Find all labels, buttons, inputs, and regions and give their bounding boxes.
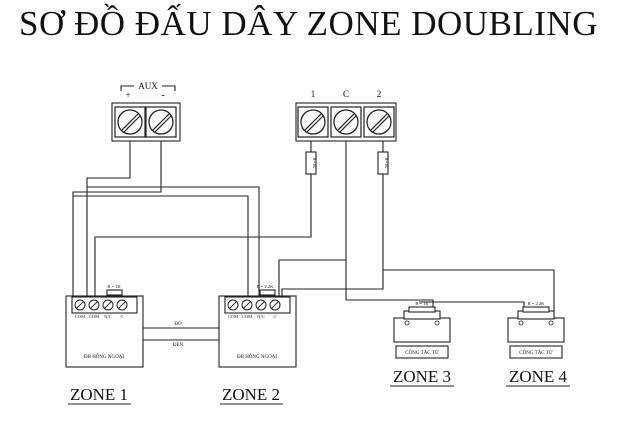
zone-3-device-label: CÔNG TẮC TỪ: [405, 349, 439, 356]
zone-2-detector: COM COM N/C C R = 2.2K ĐB HỒNG NGOẠI: [218, 284, 297, 368]
zone-1-terminal-nc: N/C: [104, 314, 112, 319]
zone-1-terminal-com-b: COM: [89, 314, 99, 319]
zone-2-label: ZONE 2: [222, 385, 280, 404]
diagram-title: SƠ ĐỒ ĐẤU DÂY ZONE DOUBLING: [19, 4, 598, 43]
aux-minus-label: -: [161, 90, 164, 101]
zone-1-terminal-c: C: [120, 314, 123, 319]
zone-2-resistor-label: R = 2.2K: [257, 284, 274, 289]
aux-plus-label: +: [125, 90, 130, 100]
panel-terminal-block: 1 C 2: [295, 89, 397, 142]
zone-2-terminal-c: C: [273, 314, 276, 319]
zone-4-label: ZONE 4: [509, 367, 568, 386]
resistor-1-label: R=1K: [312, 157, 317, 169]
zone-2-terminal-com-b: COM: [242, 314, 252, 319]
zone-3-contact: R = 1K CÔNG TẮC TỪ: [393, 301, 451, 359]
resistor-2-label: R=1K: [384, 157, 389, 169]
zone-3-label: ZONE 3: [393, 367, 451, 386]
zone-2-terminal-com-a: COM: [228, 314, 238, 319]
terminal-c-label: C: [343, 89, 349, 99]
zone-1-device-label: ĐB HỒNG NGOẠI: [84, 354, 124, 360]
wire-label-red: ĐỎ: [174, 321, 182, 327]
terminal-2-label: 2: [377, 89, 382, 99]
zone-3-resistor-label: R = 1K: [415, 301, 429, 306]
resistor-terminal-1: R=1K: [305, 141, 317, 185]
zone-1-resistor-label: R = 1K: [107, 284, 121, 289]
zone-4-resistor-label: R = 2.2K: [528, 301, 545, 306]
zone-1-label: ZONE 1: [70, 385, 128, 404]
terminal-1-label: 1: [311, 89, 316, 99]
wire-label-black: ĐEN: [173, 343, 184, 348]
aux-terminal-block: AUX + -: [111, 81, 181, 142]
zone-4-device-label: CÔNG TẮC TỪ: [519, 349, 553, 356]
zone-1-terminal-com-a: COM: [75, 314, 85, 319]
aux-label: AUX: [138, 81, 158, 91]
zone-2-device-label: ĐB HỒNG NGOẠI: [237, 354, 277, 360]
resistor-terminal-2: R=1K: [377, 141, 389, 185]
zone-2-terminal-nc: N/C: [257, 314, 265, 319]
zone-4-contact: R = 2.2K CÔNG TẮC TỪ: [507, 301, 565, 359]
zone-1-detector: COM COM N/C C R = 1K ĐB HỒNG NGOẠI: [65, 284, 144, 368]
